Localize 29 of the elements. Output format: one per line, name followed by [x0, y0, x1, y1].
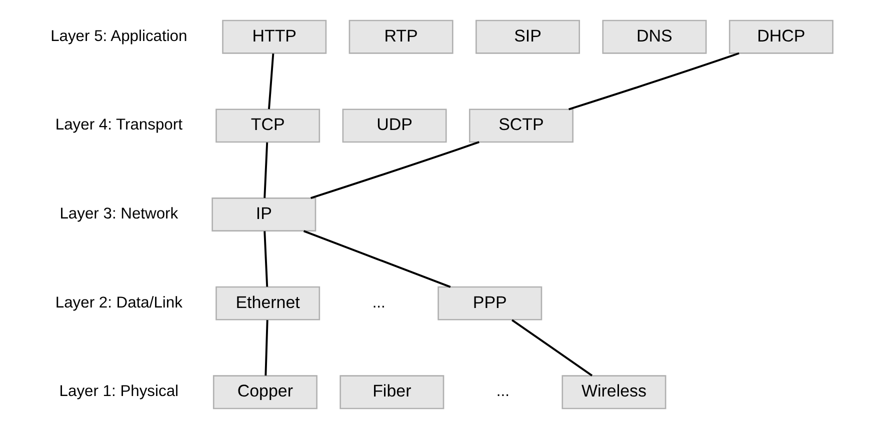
- node-box: IP: [211, 198, 316, 232]
- node-box: TCP: [215, 108, 320, 143]
- connector: [263, 142, 268, 198]
- node-box: RTP: [348, 20, 453, 54]
- connector: [302, 230, 450, 288]
- label: Layer 2: Data/Link: [54, 294, 182, 312]
- node-box: DHCP: [728, 20, 833, 54]
- node-box: DNS: [602, 20, 706, 54]
- node-box: Ethernet: [215, 286, 320, 320]
- connector: [310, 141, 479, 200]
- connector: [568, 52, 739, 110]
- label: Layer 4: Transport: [54, 116, 182, 134]
- node-box: PPP: [437, 286, 542, 320]
- connector: [263, 231, 268, 287]
- node-box: SIP: [475, 20, 580, 54]
- connector: [511, 319, 592, 376]
- connector: [264, 320, 268, 376]
- node-box: SCTP: [468, 108, 573, 143]
- connector: [268, 54, 274, 110]
- node-box: HTTP: [222, 20, 326, 54]
- node-box: UDP: [342, 108, 446, 143]
- label: ...: [496, 383, 509, 400]
- node-box: Wireless: [561, 375, 666, 410]
- label: Layer 1: Physical: [58, 383, 178, 400]
- label: ...: [372, 294, 385, 312]
- label: Layer 3: Network: [59, 206, 178, 223]
- node-box: Fiber: [339, 375, 444, 410]
- node-box: Copper: [212, 375, 317, 410]
- label: Layer 5: Application: [50, 28, 187, 45]
